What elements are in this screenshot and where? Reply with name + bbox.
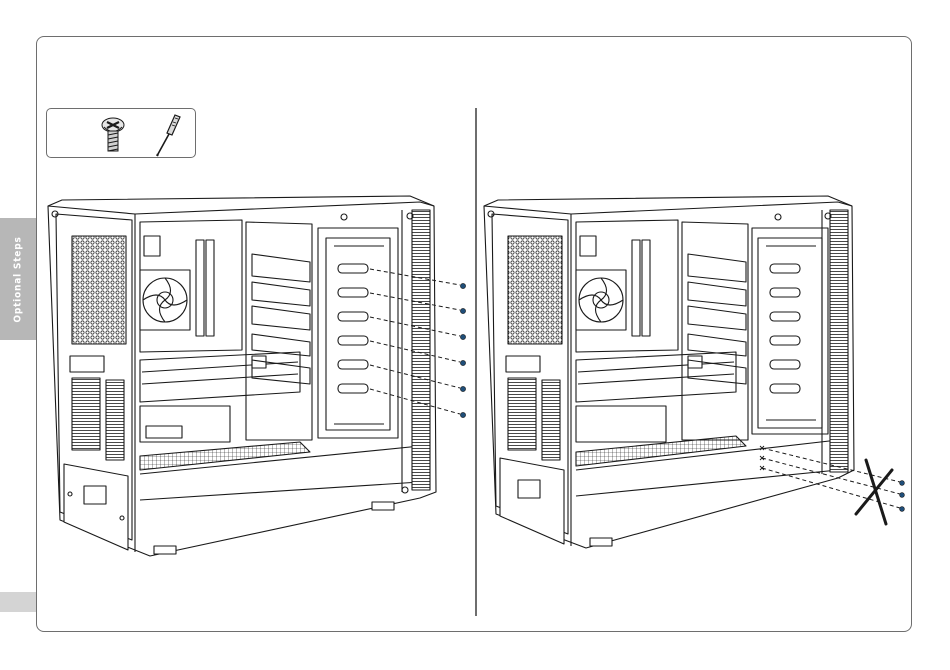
screws-install	[460, 283, 465, 417]
case-illustration-removal	[484, 196, 854, 548]
screws-removed	[900, 481, 905, 512]
cross-out-mark	[856, 460, 892, 524]
